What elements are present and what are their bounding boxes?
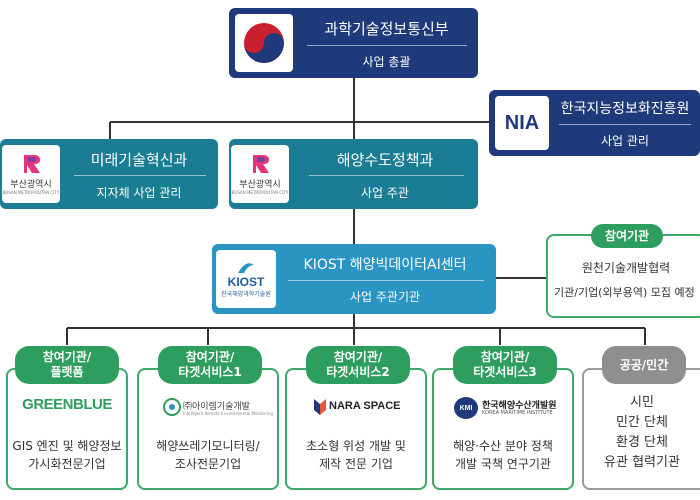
nara-space-logo-icon <box>314 399 326 415</box>
pill-line2: 타겟서비스1 <box>178 365 242 379</box>
nia-logo: NIA <box>495 96 549 150</box>
nia-title: 한국지능정보화진흥원 <box>560 101 690 117</box>
divider <box>288 280 484 281</box>
kiost-box: KIOST 한국해양과학기술원 KIOST 해양빅데이터AI센터 사업 주관기관 <box>212 244 496 314</box>
pill-line1: 참여기관/ <box>333 350 383 364</box>
busan-logo: 부산광역시 BUSAN METROPOLITAN CITY <box>2 145 60 203</box>
busan-logo-sub: BUSAN METROPOLITAN CITY <box>2 190 60 195</box>
participant-desc2: 가시화전문기업 <box>28 457 106 471</box>
ocean-dept-box: 부산광역시 BUSAN METROPOLITAN CITY 해양수도정책과 사업… <box>229 139 478 209</box>
participant-pill: 참여기관/ 타겟서비스3 <box>453 346 557 384</box>
greenblue-logo: GREENBLUE <box>22 396 112 413</box>
divider <box>559 124 691 125</box>
participant-box-target2: 참여기관/ 타겟서비스2 NARA SPACE 초소형 위성 개발 및 제작 전… <box>285 346 427 490</box>
divider <box>74 175 206 176</box>
participant-desc1: GIS 엔진 및 해양정보 <box>12 439 122 453</box>
pill-line2: 타겟서비스3 <box>473 365 537 379</box>
public-private-pill: 공공/민간 <box>602 346 686 384</box>
participant-pill: 참여기관/ 타겟서비스1 <box>158 346 262 384</box>
participant-desc2: 조사전문기업 <box>174 457 242 471</box>
nia-box: NIA 한국지능정보화진흥원 사업 관리 <box>489 90 700 156</box>
future-dept-box: 부산광역시 BUSAN METROPOLITAN CITY 미래기술혁신과 지자… <box>0 139 218 209</box>
kiost-title: KIOST 해양빅데이터AI센터 <box>303 257 467 273</box>
irem-logo-icon <box>163 398 181 416</box>
public-desc1: 시민 <box>630 395 654 410</box>
kiost-wave-icon <box>238 262 254 273</box>
kiost-logo-text: KIOST <box>227 274 265 289</box>
pill-line1: 참여기관/ <box>185 350 235 364</box>
divider <box>309 175 464 176</box>
pill-line1: 참여기관/ <box>42 350 92 364</box>
ocean-dept-title: 해양수도정책과 <box>336 151 434 169</box>
public-desc3: 환경 단체 <box>616 435 668 450</box>
participant-desc1: 해양쓰레기모니터링/ <box>156 439 260 453</box>
busan-mark-icon <box>24 155 40 173</box>
nara-space-logo: NARA SPACE <box>329 400 401 412</box>
participant-desc1: 초소형 위성 개발 및 <box>306 439 406 453</box>
pill-line1: 참여기관/ <box>480 350 530 364</box>
participant-box-target1: 참여기관/ 타겟서비스1 ㈜아이렘기술개발 Intelligent Remote… <box>137 346 279 490</box>
public-private-box: 공공/민간 시민 민간 단체 환경 단체 유관 협력기관 <box>582 346 700 490</box>
public-desc2: 민간 단체 <box>616 415 668 430</box>
busan-logo-sub: BUSAN METROPOLITAN CITY <box>231 190 289 195</box>
kiost-logo: KIOST 한국해양과학기술원 <box>216 250 276 308</box>
wonchun-line1: 원천기술개발협력 <box>581 261 671 275</box>
ocean-dept-subtitle: 사업 주관 <box>361 186 409 200</box>
nia-subtitle: 사업 관리 <box>601 134 649 148</box>
public-desc4: 유관 협력기관 <box>604 455 680 470</box>
kmi-logo-sub: KOREA MARITIME INSTITUTE <box>482 410 553 416</box>
participant-desc2: 개발 국책 연구기관 <box>455 457 551 471</box>
kiost-subtitle: 사업 주관기관 <box>349 290 421 304</box>
participant-desc2: 제작 전문 기업 <box>319 457 393 471</box>
future-dept-subtitle: 지자체 사업 관리 <box>96 186 182 200</box>
irem-logo-sub: Intelligent Remote Environmental Monitor… <box>183 411 273 416</box>
korea-emblem-logo <box>235 14 293 72</box>
ministry-box: 과학기술정보통신부 사업 총괄 <box>229 8 478 78</box>
divider <box>307 45 467 46</box>
participant-pill: 참여기관/ 타겟서비스2 <box>306 346 410 384</box>
busan-logo-label: 부산광역시 <box>10 180 52 190</box>
busan-logo: 부산광역시 BUSAN METROPOLITAN CITY <box>231 145 289 203</box>
kmi-logo-mark: KMI <box>454 397 478 419</box>
wonchun-line2: 기관/기업(외부용역) 모집 예정 <box>554 286 695 299</box>
participant-box-target3: 참여기관/ 타겟서비스3 KMI 한국해양수산개발원 KOREA MARITIM… <box>432 346 574 490</box>
ministry-title: 과학기술정보통신부 <box>324 20 449 38</box>
busan-mark-icon <box>253 155 269 173</box>
irem-logo: ㈜아이렘기술개발 <box>183 402 250 412</box>
pill-line2: 타겟서비스2 <box>326 365 390 379</box>
wonchun-box: 참여기관 원천기술개발협력 기관/기업(외부용역) 모집 예정 <box>546 224 700 318</box>
participant-box-platform: 참여기관/ 플랫폼 GREENBLUE GIS 엔진 및 해양정보 가시화전문기… <box>6 346 128 490</box>
nia-logo-text: NIA <box>504 111 540 134</box>
wonchun-pill: 참여기관 <box>591 224 663 248</box>
taegeuk-icon <box>244 23 284 63</box>
kiost-logo-sub: 한국해양과학기술원 <box>221 290 271 298</box>
kmi-logo: 한국해양수산개발원 <box>482 401 557 411</box>
busan-logo-label: 부산광역시 <box>239 180 281 190</box>
ministry-subtitle: 사업 총괄 <box>362 55 411 69</box>
future-dept-title: 미래기술혁신과 <box>90 151 188 169</box>
participant-pill: 참여기관/ 플랫폼 <box>15 346 119 384</box>
participant-desc1: 해양·수산 분야 정책 <box>453 439 553 453</box>
pill-line2: 플랫폼 <box>50 365 84 379</box>
